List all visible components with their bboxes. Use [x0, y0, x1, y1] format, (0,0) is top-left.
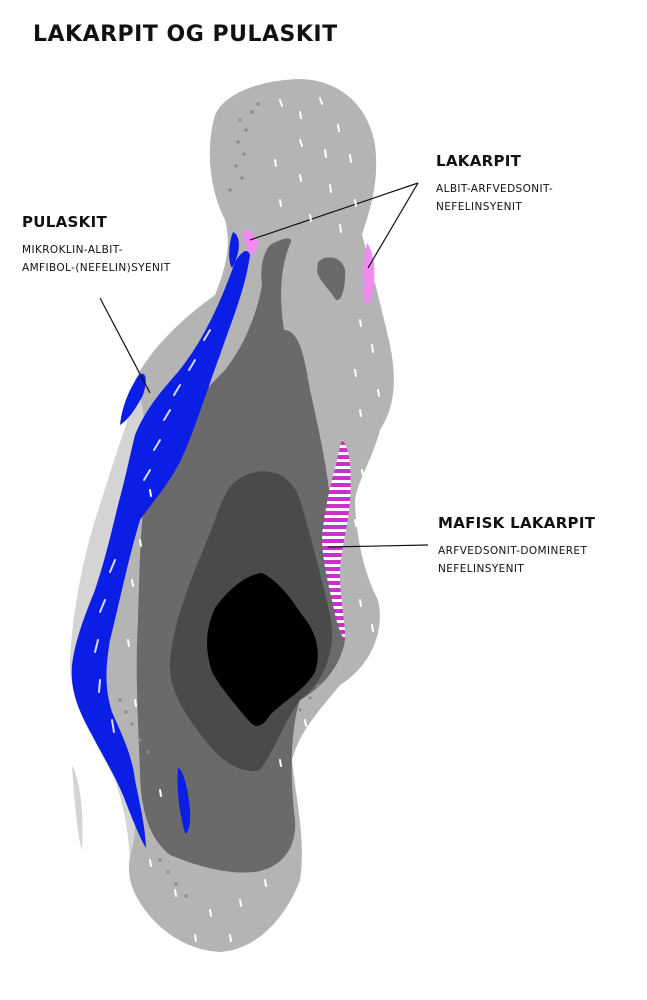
- label-mafisk-lakarpit-desc-line-2: NEFELINSYENIT: [438, 563, 525, 575]
- pulaskit-texture-dashes: [94, 329, 211, 733]
- label-pulaskit: PULASKIT MIKROKLIN-ALBIT- AMFIBOL-(NEFEL…: [22, 213, 171, 277]
- label-mafisk-lakarpit-name: MAFISK LAKARPIT: [438, 514, 596, 532]
- map-title: LAKARPIT OG PULASKIT: [33, 22, 338, 47]
- label-mafisk-lakarpit: MAFISK LAKARPIT ARFVEDSONIT-DOMINERET NE…: [438, 514, 595, 578]
- mafisk-lakarpit-band: [322, 440, 351, 640]
- texture-gray-dots: [118, 102, 320, 898]
- pulaskit-lens-left: [120, 373, 146, 425]
- label-lakarpit: LAKARPIT ALBIT-ARFVEDSONIT- NEFELINSYENI…: [436, 152, 553, 216]
- pulaskit-vein-main: [71, 250, 250, 849]
- label-lakarpit-desc-line-2: NEFELINSYENIT: [436, 201, 523, 213]
- texture-white-dashes: [127, 97, 380, 942]
- lakarpit-body-upper-left: [243, 229, 258, 255]
- label-pulaskit-name: PULASKIT: [22, 213, 107, 231]
- label-pulaskit-desc-line-1: MIKROKLIN-ALBIT-: [22, 244, 123, 256]
- leader-line-mafisk-lakarpit: [327, 544, 429, 548]
- label-lakarpit-desc-line-1: ALBIT-ARFVEDSONIT-: [436, 183, 554, 195]
- leader-line-lakarpit-right: [367, 182, 419, 269]
- leader-line-pulaskit: [99, 297, 151, 394]
- label-lakarpit-name: LAKARPIT: [436, 152, 522, 170]
- core: [207, 573, 318, 726]
- pulaskit-vein-top: [229, 232, 239, 268]
- dark-inclusion: [317, 257, 346, 301]
- label-mafisk-lakarpit-desc-line-1: ARFVEDSONIT-DOMINERET: [438, 545, 588, 557]
- leader-line-lakarpit-left: [249, 182, 419, 241]
- pulaskit-lens-lower: [177, 768, 191, 834]
- lakarpit-body-right: [363, 243, 375, 306]
- outer-halo-sliver: [72, 765, 83, 850]
- label-pulaskit-desc-line-2: AMFIBOL-(NEFELIN)SYENIT: [22, 262, 171, 274]
